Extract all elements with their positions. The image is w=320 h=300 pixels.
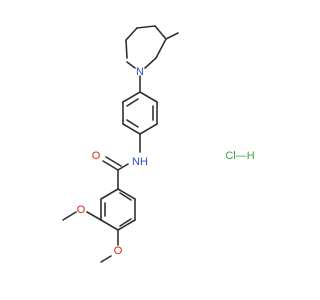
carbonyl-oxygen-label: O — [92, 150, 101, 162]
hydrochloride-salt-label: Cl—H — [225, 150, 254, 162]
phenylene-ring — [122, 91, 158, 135]
methoxy-lower — [100, 229, 119, 263]
piperidine-nitrogen-label: N — [136, 66, 144, 78]
piperidine-ring — [125, 25, 179, 69]
methyl-bond — [165, 32, 179, 40]
amide-nh-label: NH — [132, 156, 148, 168]
dimethoxyphenyl-ring — [100, 188, 136, 231]
methoxy-oxygen-lower-label: O — [114, 245, 123, 257]
carbonyl-double-bond — [102, 156, 122, 171]
amide-bond — [117, 163, 129, 171]
chemical-structure-diagram: N NH O O O Cl—H — [62, 25, 255, 263]
methoxy-oxygen-upper-label: O — [77, 204, 86, 216]
methoxy-upper — [62, 211, 102, 221]
